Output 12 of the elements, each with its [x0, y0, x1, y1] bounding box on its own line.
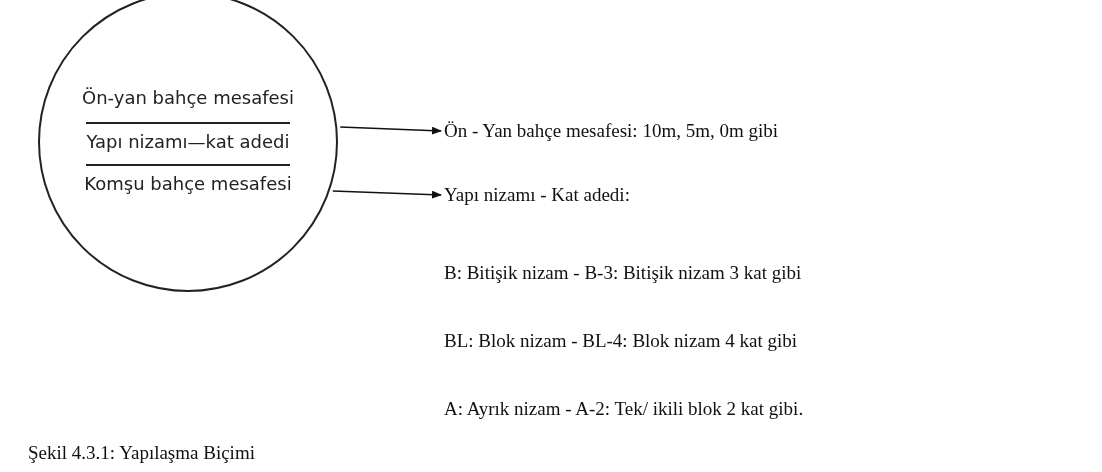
- text-label: B: Bitişik nizam - B-3: Bitişik nizam 3 kat gibi: [444, 262, 802, 284]
- figure-caption: Şekil 4.3.1: Yapılaşma Biçimi: [28, 442, 255, 464]
- circle-text: Ön-yan bahçe mesafesi: [81, 86, 295, 110]
- text-label: BL: Blok nizam - BL-4: Blok nizam 4 kat gibi: [444, 330, 798, 352]
- arrow: [339, 126, 442, 135]
- text-label: Yapı nizamı - Kat adedi:: [444, 184, 630, 206]
- arrow: [332, 190, 442, 199]
- text-label: A: Ayrık nizam - A-2: Tek/ ikili blok 2 kat gibi.: [444, 398, 804, 420]
- circle-text: Komşu bahçe mesafesi: [83, 172, 293, 196]
- circle-node: [38, 0, 338, 292]
- circle-text: Yapı nizamı—kat adedi: [85, 130, 291, 154]
- text-label: Ön - Yan bahçe mesafesi: 10m, 5m, 0m gibi: [444, 120, 779, 142]
